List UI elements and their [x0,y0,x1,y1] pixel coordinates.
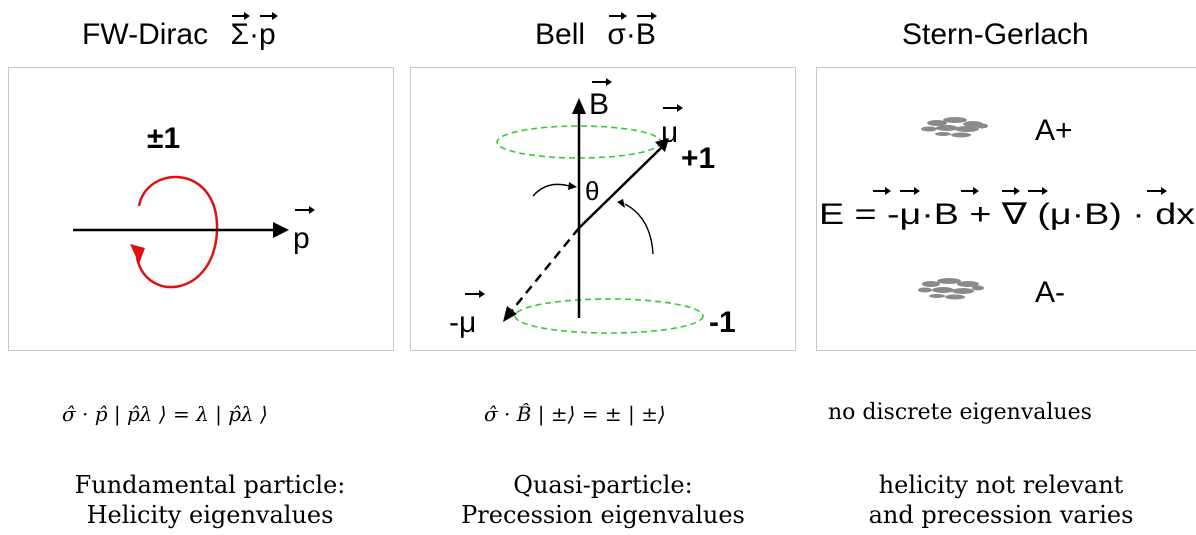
title-stern-gerlach-text: Stern-Gerlach [902,18,1089,51]
title-bell: Bell σ·B [535,12,658,52]
vector-arrow-icon [592,78,612,86]
anti-moment-arrowhead [503,306,517,322]
vector-arrow-icon [873,187,1167,195]
equation-stern-gerlach: no discrete eigenvalues [828,400,1092,425]
operator-sigma-p: Σ·p [230,12,279,52]
field-arrowhead [572,98,586,114]
caption-fw-dirac: Fundamental particle: Helicity eigenvalu… [20,470,400,530]
label-a-minus: A- [1035,276,1065,309]
vector-arrow-icon [663,104,683,112]
caption-bell: Quasi-particle: Precession eigenvalues [408,470,798,530]
label-a-plus: A+ [1035,114,1073,147]
label-minus-one: -1 [709,306,736,339]
caption-stern-gerlach-line1: helicity not relevant [878,471,1124,499]
momentum-arrowhead [273,222,289,238]
angle-arc-right [624,203,654,255]
stern-gerlach-diagram: A+ E = -μ·B + ∇ (μ·B) · dx A- [819,114,1195,309]
lower-precession-ellipse [514,298,704,334]
title-stern-gerlach: Stern-Gerlach [902,18,1089,52]
operator-sigma-b: σ·B [607,12,658,52]
loop-arrowhead [130,244,145,264]
label-plus-one: +1 [681,142,715,175]
operator-sigma-b-text: σ·B [607,18,656,51]
vector-arrow-icon [295,206,315,214]
caption-fw-dirac-line2: Helicity eigenvalues [86,501,334,529]
label-b: B [589,88,609,121]
label-theta: θ [585,176,599,206]
caption-stern-gerlach-line2: and precession varies [868,501,1134,529]
lower-beam-spot [918,278,984,300]
helicity-diagram: ±1 p [73,122,315,289]
energy-equation: E = -μ·B + ∇ (μ·B) · dx [819,198,1195,231]
angle-arc-left [532,183,570,197]
label-neg-mu: -μ [449,306,476,339]
upper-beam-spot [921,117,988,138]
label-mu: μ [661,116,678,149]
label-plus-minus-one: ±1 [147,122,180,155]
vector-arrow-icon [465,290,485,298]
moment-arrowhead [655,138,669,152]
caption-stern-gerlach: helicity not relevant and precession var… [808,470,1194,530]
vector-arrow-icon [609,12,658,20]
equation-precession: σ̂ · B̂ | ±⟩ = ± | ±⟩ [484,402,666,426]
precession-diagram: B μ +1 -μ -1 θ [449,78,736,339]
title-fw-dirac-text: FW-Dirac [82,18,209,51]
operator-sigma-p-text: Σ·p [230,18,276,51]
caption-bell-line1: Quasi-particle: [513,471,693,499]
vector-arrow-icon [232,12,279,20]
panel-stern-gerlach: A+ E = -μ·B + ∇ (μ·B) · dx A- [816,67,1196,351]
title-fw-dirac: FW-Dirac Σ·p [82,12,279,52]
moment-arrow [578,147,662,229]
title-bell-text: Bell [535,18,586,51]
caption-fw-dirac-line1: Fundamental particle: [74,471,346,499]
panel-bell: B μ +1 -μ -1 θ [410,67,796,351]
caption-bell-line2: Precession eigenvalues [461,501,745,529]
anti-moment-arrow [508,227,580,315]
panel-fw-dirac: ±1 p [8,67,394,351]
label-p: p [293,222,310,255]
loop-arrow-icon [135,175,219,289]
equation-helicity: σ̂ · p̂ | p̂λ ⟩ = λ | p̂λ ⟩ [62,402,268,426]
